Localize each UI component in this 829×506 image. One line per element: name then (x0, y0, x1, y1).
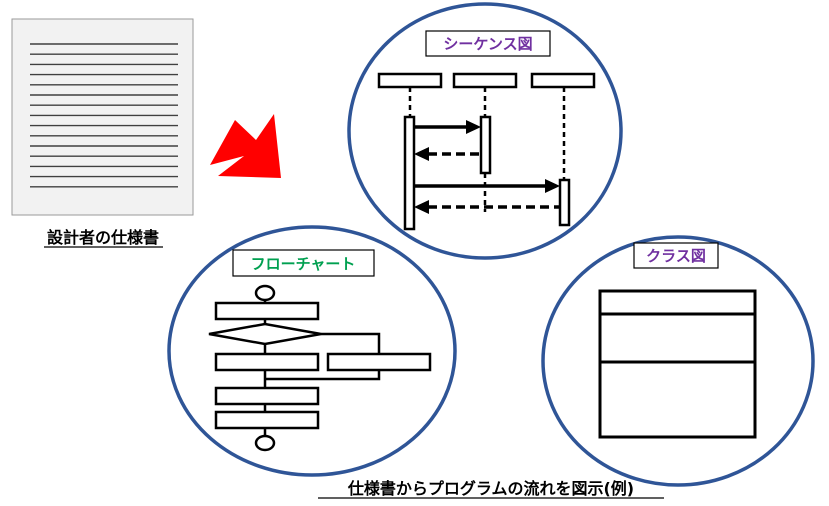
document-page (11, 18, 194, 216)
activation-bar (403, 115, 416, 231)
end-terminal (254, 434, 276, 452)
document-text-lines (30, 43, 178, 188)
activation-bar (479, 115, 492, 175)
flowchart-title: フローチャート (251, 255, 356, 273)
bottom-caption: 仕様書からプログラムの流れを図示(例) (347, 479, 634, 498)
process-box (214, 386, 320, 406)
red-arrow-icon (210, 114, 281, 178)
activation-bar (558, 178, 571, 227)
arrowhead-icon (466, 120, 481, 134)
process-box (214, 410, 320, 430)
lifeline-head (452, 72, 518, 89)
lifeline-head (530, 72, 596, 89)
process-box (326, 352, 432, 372)
document-icon (11, 18, 194, 216)
flowchart-diagram: フローチャート (167, 225, 457, 477)
arrowhead-icon (414, 200, 429, 214)
lifeline-head (377, 72, 443, 89)
class-title-box (633, 242, 719, 269)
flow-line (321, 332, 381, 354)
process-box (214, 301, 320, 321)
class-title: クラス図 (646, 247, 706, 265)
class-diagram: クラス図 (541, 235, 815, 487)
flow-line (265, 370, 381, 381)
arrowhead-icon (414, 147, 429, 161)
sequence-diagram: シーケンス図 (347, 2, 623, 260)
process-box (214, 352, 320, 372)
sequence-title-box (425, 30, 551, 57)
sequence-title: シーケンス図 (443, 35, 532, 53)
arrowhead-icon (545, 179, 560, 193)
flowchart-title-box (232, 249, 375, 277)
document-caption: 設計者の仕様書 (47, 228, 159, 247)
start-terminal (254, 284, 276, 302)
